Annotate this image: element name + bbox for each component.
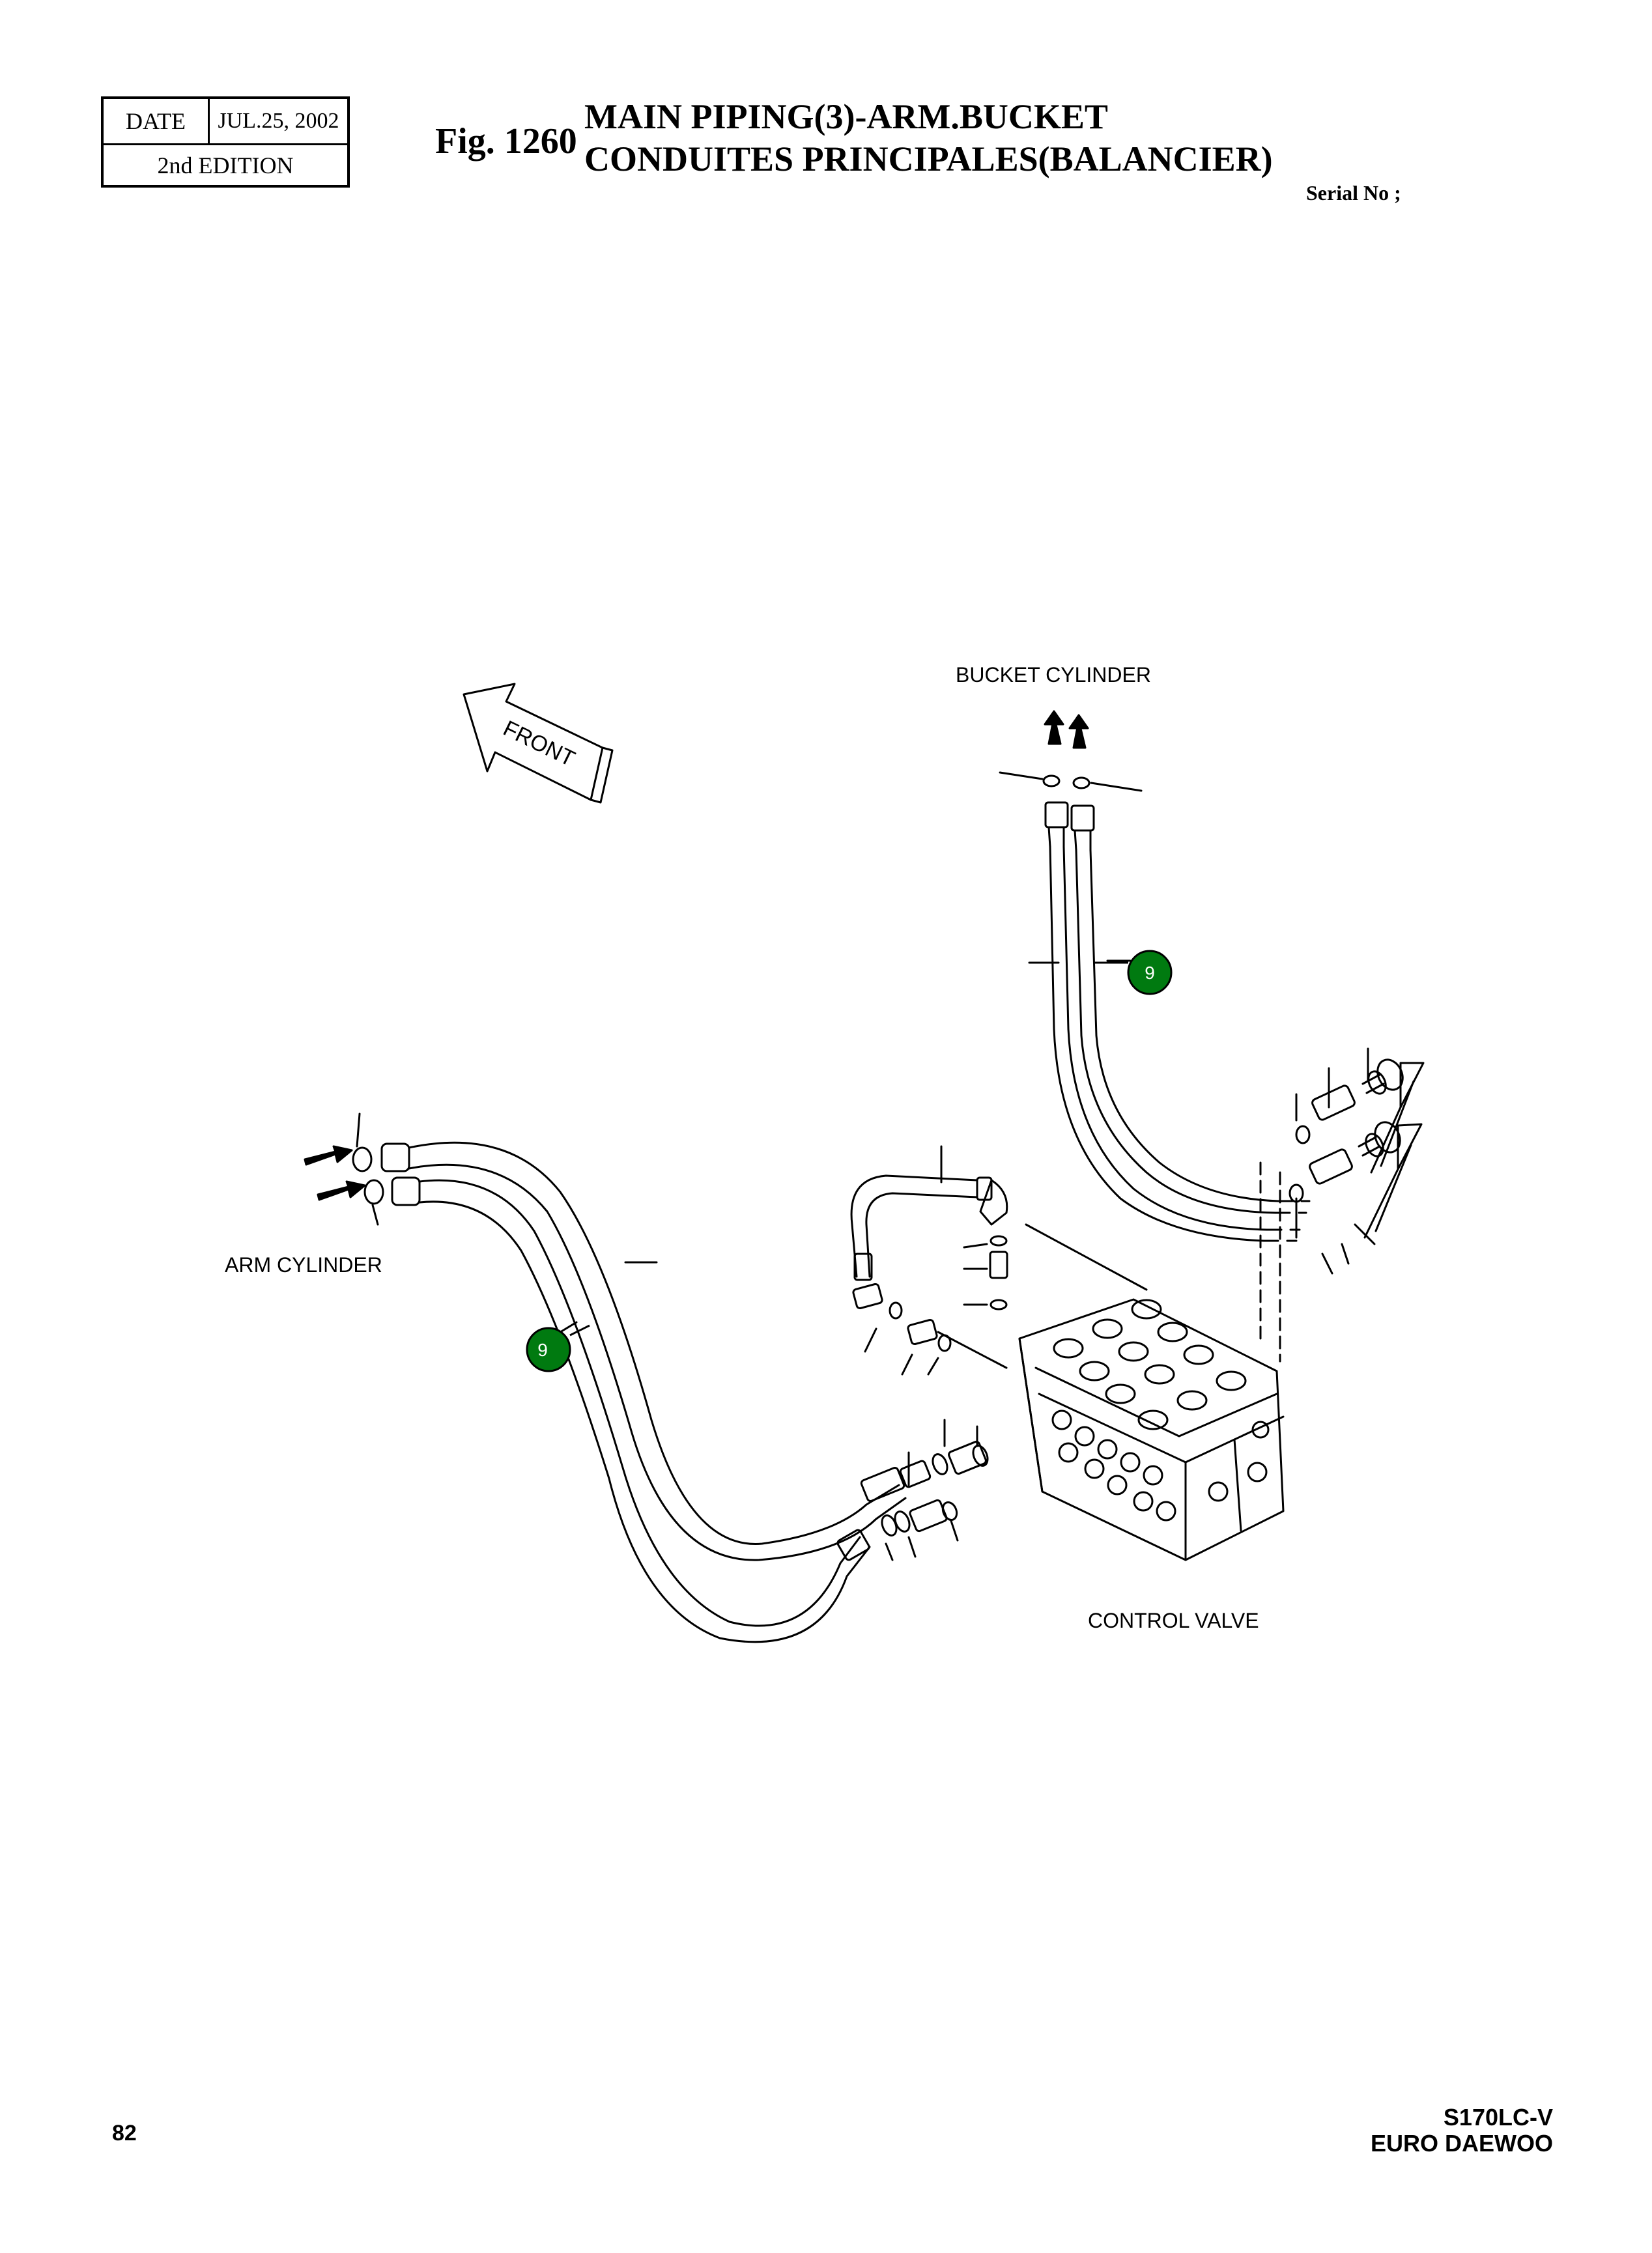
- callout-9-bucket: 9: [1094, 950, 1173, 995]
- front-arrow: [463, 683, 614, 804]
- date-value: JUL.25, 2002: [218, 109, 339, 133]
- title-french: CONDUITES PRINCIPALES(BALANCIER): [584, 139, 1273, 178]
- page-number: 82: [112, 2121, 137, 2146]
- serial-number-label: Serial No ;: [1306, 181, 1401, 205]
- callout-9-arm: 9: [526, 1324, 590, 1372]
- arm-orings: [352, 1112, 384, 1226]
- front-label: FRONT: [499, 716, 578, 771]
- callout-9-arm-text: 9: [537, 1340, 548, 1360]
- date-label: DATE: [104, 99, 210, 143]
- date-edition-box: DATE JUL.25, 2002 2nd EDITION: [101, 96, 350, 188]
- model-name: S170LC-V: [1443, 2104, 1553, 2131]
- arm-hose-end-fittings: [380, 1142, 421, 1206]
- arm-hoses: [408, 1141, 907, 1643]
- callout-9-bucket-text: 9: [1145, 963, 1155, 983]
- control-valve: [937, 1223, 1285, 1561]
- arm-valve-fittings: [836, 1419, 989, 1561]
- label-bucket-cylinder: BUCKET CYLINDER: [956, 663, 1151, 687]
- title-english: MAIN PIPING(3)-ARM.BUCKET: [584, 97, 1108, 136]
- bucket-hose-fittings: [1044, 801, 1095, 851]
- figure-number: Fig. 1260: [435, 121, 577, 162]
- small-hose: [850, 1145, 1008, 1376]
- label-arm-cylinder: ARM CYLINDER: [225, 1253, 382, 1277]
- date-row: DATE JUL.25, 2002: [104, 99, 347, 145]
- label-control-valve: CONTROL VALVE: [1088, 1609, 1259, 1632]
- arm-direction-arrows: [304, 1145, 366, 1201]
- bucket-direction-arrows: [1044, 710, 1089, 749]
- brand-name: EURO DAEWOO: [1370, 2130, 1553, 2157]
- bucket-top-orings: [999, 771, 1143, 792]
- bucket-hoses: [1028, 845, 1311, 1242]
- edition-label: 2nd EDITION: [157, 152, 294, 178]
- right-side-fittings: [1259, 1047, 1425, 1363]
